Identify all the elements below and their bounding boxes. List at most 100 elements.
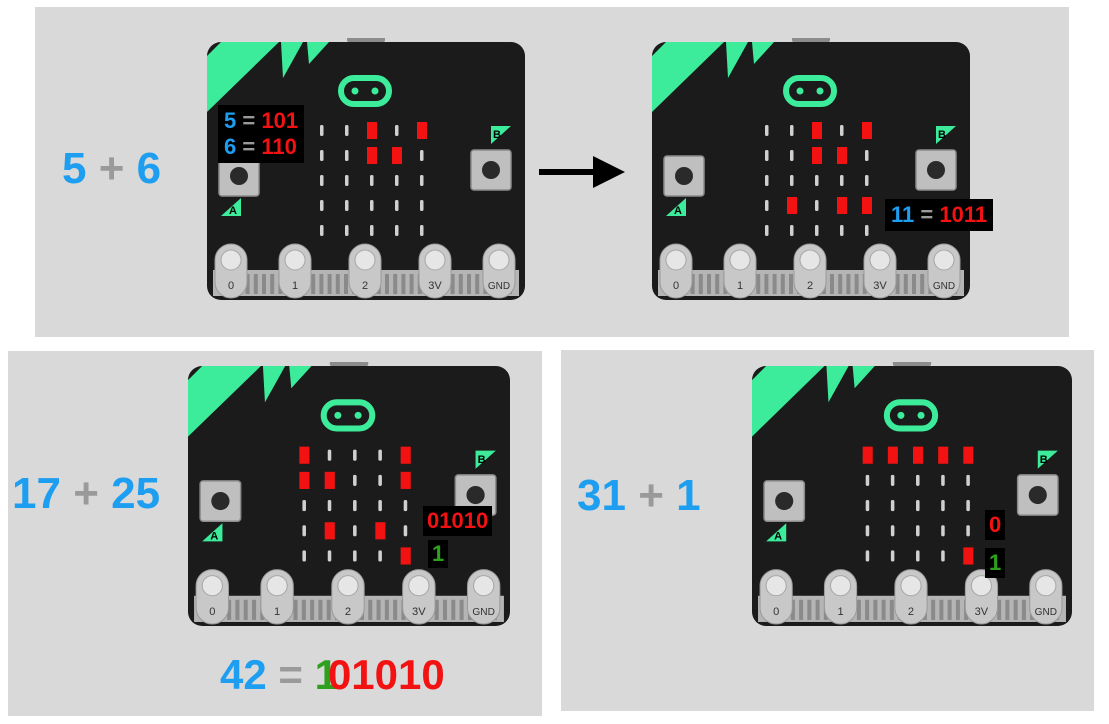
led-off — [370, 200, 374, 211]
led-off — [420, 225, 424, 236]
pin-2-label: 2 — [908, 606, 914, 618]
pin-gnd-label: GND — [933, 281, 955, 292]
led-off — [916, 500, 920, 512]
pin-0-label: 0 — [673, 280, 679, 292]
led-off — [966, 500, 970, 512]
led-off — [327, 550, 332, 562]
led-on — [963, 547, 974, 565]
button-a-label: A — [674, 205, 682, 217]
pin-0-label: 0 — [228, 280, 234, 292]
arrow-right-icon — [539, 156, 625, 188]
led-off — [395, 125, 399, 136]
expression-17-plus-25: 17 + 25 — [12, 469, 161, 518]
led-on — [862, 446, 873, 464]
led-off — [815, 225, 819, 236]
led-off — [378, 500, 382, 512]
led-off — [865, 525, 870, 537]
button-b-label: B — [493, 129, 501, 141]
led-off — [353, 449, 357, 461]
led-off — [865, 150, 869, 161]
corner-accent — [188, 366, 261, 437]
corner-accent-stripe — [307, 42, 329, 64]
led-on — [963, 446, 974, 464]
led-off — [320, 200, 324, 211]
led-off — [302, 550, 306, 562]
pin-1-label: 1 — [292, 280, 298, 292]
led-off — [916, 474, 920, 486]
pin-3v-label: 3V — [873, 280, 887, 292]
led-off — [302, 500, 306, 512]
button-a-marker-icon — [666, 198, 686, 216]
led-off — [370, 225, 374, 236]
led-on — [367, 147, 377, 164]
led-off — [327, 449, 332, 461]
button-b-label: B — [1040, 454, 1048, 466]
corner-accent-stripe — [262, 366, 286, 403]
led-on — [862, 122, 872, 139]
corner-accent-stripe — [752, 42, 774, 64]
pin-0-label: 0 — [209, 606, 215, 618]
led-off — [966, 525, 970, 537]
led-off — [790, 175, 794, 186]
usb-connector — [329, 357, 369, 367]
led-off — [840, 175, 844, 186]
led-on — [367, 122, 377, 139]
pin-0-label: 0 — [773, 606, 779, 618]
led-on — [299, 471, 310, 489]
pin-3v-label: 3V — [412, 606, 426, 618]
led-off — [941, 474, 945, 486]
corner-accent — [207, 42, 279, 112]
led-off — [420, 175, 424, 186]
led-off — [345, 200, 349, 211]
led-off — [378, 474, 382, 486]
led-off — [320, 225, 324, 236]
led-off — [345, 125, 349, 136]
led-off — [395, 200, 399, 211]
board-body — [652, 42, 970, 300]
led-off — [370, 175, 374, 186]
led-on — [375, 522, 386, 540]
led-off — [890, 525, 895, 537]
led-on — [400, 471, 411, 489]
input-binary-label: 5 = 101 6 = 110 — [218, 105, 305, 163]
led-on — [400, 547, 411, 565]
led-off — [790, 150, 794, 161]
led-off — [916, 550, 920, 562]
carry-label: 1 — [428, 540, 449, 568]
led-off — [378, 550, 382, 562]
led-on — [392, 147, 402, 164]
led-off — [966, 474, 970, 486]
pin-gnd-label: GND — [472, 607, 494, 618]
pin-gnd-label: GND — [1035, 607, 1057, 618]
led-off — [765, 125, 769, 136]
led-off — [353, 500, 357, 512]
led-off — [890, 500, 895, 512]
led-off — [765, 225, 769, 236]
led-on — [417, 122, 427, 139]
button-a-label: A — [774, 530, 782, 542]
pin-1-label: 1 — [837, 606, 843, 618]
led-off — [815, 200, 819, 211]
button-b-label: B — [478, 454, 486, 466]
led-off — [302, 525, 306, 537]
expression-31-plus-1: 31 + 1 — [577, 471, 701, 520]
button-b-marker-icon — [491, 126, 511, 144]
corner-accent-stripe — [852, 366, 875, 389]
led-off — [378, 449, 382, 461]
microbit-logo-icon — [883, 399, 939, 432]
led-off — [916, 525, 920, 537]
button-b-marker-icon — [936, 126, 956, 144]
pin-2-label: 2 — [362, 280, 368, 292]
led-off — [327, 500, 332, 512]
led-on — [812, 147, 822, 164]
pin-1-label: 1 — [737, 280, 743, 292]
sum-binary-label: 01010 — [423, 506, 493, 536]
result-42-binary: 42 = 101010 — [220, 651, 445, 698]
usb-connector — [892, 357, 932, 367]
led-off — [353, 474, 357, 486]
pin-2-label: 2 — [345, 606, 351, 618]
led-off — [395, 225, 399, 236]
led-on — [324, 471, 335, 489]
